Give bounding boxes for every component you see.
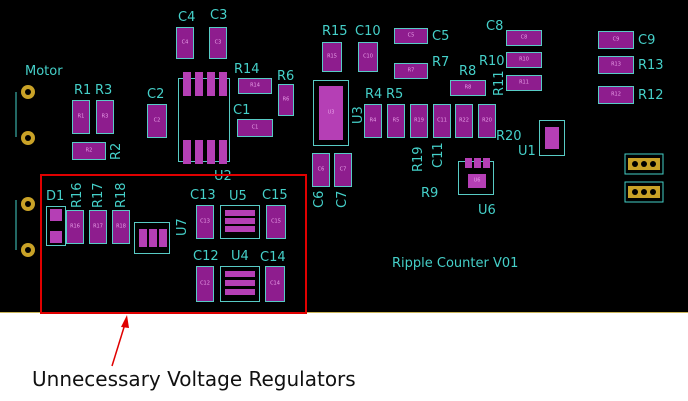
- capacitor-c1: C1: [237, 119, 273, 137]
- label-u1: U1: [518, 144, 536, 159]
- u3-body: U3: [319, 86, 343, 140]
- resistor-r3: R3: [96, 100, 114, 134]
- label-r20: R20: [496, 129, 522, 144]
- capacitor-c7: C7: [334, 153, 352, 187]
- resistor-r10: R10: [506, 52, 542, 68]
- u2-pad: [183, 72, 191, 96]
- label-c8: C8: [486, 19, 504, 34]
- label-d1: D1: [46, 189, 65, 204]
- label-u4: U4: [231, 249, 249, 264]
- label-c14: C14: [260, 250, 286, 265]
- capacitor-c5: C5: [394, 28, 428, 44]
- label-r12: R12: [638, 88, 664, 103]
- label-c2: C2: [147, 87, 165, 102]
- header-connector: [624, 153, 664, 203]
- label-c15: C15: [262, 188, 288, 203]
- label-c1: C1: [233, 103, 251, 118]
- label-r9: R9: [421, 186, 439, 201]
- label-c4: C4: [178, 10, 196, 25]
- label-r7: R7: [432, 55, 450, 70]
- label-u6: U6: [478, 203, 496, 218]
- power-connector: [15, 197, 35, 257]
- label-r15: R15: [322, 24, 348, 39]
- ic-u4: [220, 266, 260, 302]
- motor-label: Motor: [25, 64, 63, 79]
- ic-u6: U6: [458, 158, 494, 195]
- diode-d1: [46, 206, 66, 246]
- u2-pad: [195, 72, 203, 96]
- label-c10: C10: [355, 24, 381, 39]
- capacitor-c4: C4: [176, 27, 194, 59]
- resistor-r1: R1: [72, 100, 90, 134]
- resistor-r16: R16: [66, 210, 84, 244]
- capacitor-c9: C9: [598, 31, 634, 49]
- resistor-r22: R22: [455, 104, 473, 138]
- resistor-r17: R17: [89, 210, 107, 244]
- pcb-board: Motor C4 C4 C3 C3 U2 R14 R14 R6 R6: [0, 0, 688, 313]
- resistor-r20: R20: [478, 104, 496, 138]
- u2-pad: [195, 140, 203, 164]
- capacitor-c13: C13: [196, 205, 214, 239]
- ic-u5: [220, 205, 260, 239]
- capacitor-c3: C3: [209, 27, 227, 59]
- u2-pad: [219, 140, 227, 164]
- resistor-r4: R4: [364, 104, 382, 138]
- motor-connector: [15, 85, 35, 145]
- capacitor-c15: C15: [266, 205, 286, 239]
- label-r6: R6: [277, 69, 295, 84]
- u2-pad: [219, 72, 227, 96]
- resistor-r8: R8: [450, 80, 486, 96]
- label-u2: U2: [214, 169, 232, 184]
- capacitor-c2: C2: [147, 104, 167, 138]
- u2-pad: [207, 140, 215, 164]
- u2-pad: [207, 72, 215, 96]
- capacitor-c14: C14: [265, 266, 285, 302]
- resistor-r12: R12: [598, 86, 634, 104]
- resistor-r6: R6: [278, 84, 294, 116]
- label-r3: R3: [95, 83, 113, 98]
- capacitor-c6: C6: [312, 153, 330, 187]
- highlight-box: [40, 174, 307, 314]
- resistor-r7: R7: [394, 63, 428, 79]
- label-c5: C5: [432, 29, 450, 44]
- ic-u7: [134, 222, 170, 254]
- annotation-text: Unnecessary Voltage Regulators: [32, 367, 356, 391]
- capacitor-c8: C8: [506, 30, 542, 46]
- resistor-r19: R19: [410, 104, 428, 138]
- resistor-r5: R5: [387, 104, 405, 138]
- capacitor-c10: C10: [358, 42, 378, 72]
- resistor-r11: R11: [506, 75, 542, 91]
- ic-u1: [539, 120, 565, 156]
- label-c12: C12: [193, 249, 219, 264]
- label-r5: R5: [386, 87, 404, 102]
- resistor-r13: R13: [598, 56, 634, 74]
- label-c13: C13: [190, 188, 216, 203]
- resistor-r14: R14: [238, 78, 272, 94]
- label-c3: C3: [210, 8, 228, 23]
- u2-pad: [183, 140, 191, 164]
- label-r4: R4: [365, 87, 383, 102]
- label-r8: R8: [459, 64, 477, 79]
- resistor-r18: R18: [112, 210, 130, 244]
- label-r13: R13: [638, 58, 664, 73]
- label-r1: R1: [74, 83, 92, 98]
- board-title: Ripple Counter V01: [392, 256, 519, 271]
- resistor-r2: R2: [72, 142, 106, 160]
- label-c9: C9: [638, 33, 656, 48]
- resistor-r15: R15: [322, 42, 342, 72]
- label-r10: R10: [479, 54, 505, 69]
- label-u5: U5: [229, 189, 247, 204]
- capacitor-c12: C12: [196, 266, 214, 302]
- capacitor-c11: C11: [433, 104, 451, 138]
- label-r14: R14: [234, 62, 260, 77]
